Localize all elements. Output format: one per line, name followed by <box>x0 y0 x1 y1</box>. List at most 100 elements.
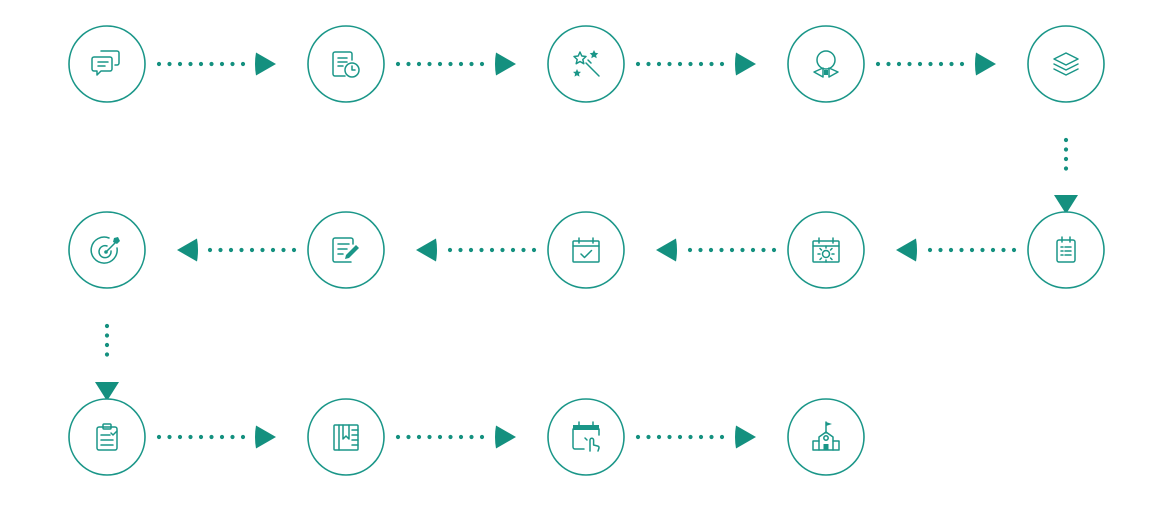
calendar-sun-icon <box>812 237 840 263</box>
arrow-dot <box>104 342 110 348</box>
step-circle <box>787 25 865 103</box>
arrow-dot <box>281 247 286 253</box>
arrow-dot <box>677 434 683 440</box>
flow-arrow-9 <box>177 238 297 262</box>
arrow-dot <box>896 61 902 67</box>
arrow-dot <box>1063 166 1069 171</box>
arrow-dot <box>469 434 474 440</box>
school-building-flag-icon <box>812 421 840 451</box>
arrow-dot <box>677 61 683 67</box>
flow-arrow-4 <box>875 52 996 76</box>
arrow-dot <box>249 247 255 253</box>
step-circle <box>307 25 385 103</box>
arrow-dot <box>709 61 714 67</box>
arrow-head <box>1054 195 1078 214</box>
arrow-dot <box>688 434 693 440</box>
arrow-dot <box>260 247 265 253</box>
arrow-dot <box>219 61 225 67</box>
arrow-dot <box>448 434 453 440</box>
document-edit-icon <box>332 237 359 263</box>
arrow-dot <box>239 247 244 253</box>
arrow-dot <box>468 247 474 253</box>
step-circle <box>547 211 625 289</box>
clipboard-list-icon <box>1056 236 1076 263</box>
arrow-dot <box>395 61 401 67</box>
arrow-dot <box>458 247 463 253</box>
arrow-dot <box>771 247 777 253</box>
arrow-dot <box>698 61 704 67</box>
arrow-dot <box>416 434 422 440</box>
arrow-dot <box>207 247 213 253</box>
arrow-dot <box>938 61 944 67</box>
process-step-3 <box>547 25 625 103</box>
flow-arrow-6 <box>896 238 1017 262</box>
process-step-4 <box>787 25 865 103</box>
arrow-dot <box>708 247 714 253</box>
arrow-dot <box>750 247 756 253</box>
flow-arrow-13 <box>635 425 756 449</box>
arrow-dot <box>719 61 725 67</box>
arrow-head <box>896 238 917 262</box>
arrow-head <box>656 238 677 262</box>
arrow-dot <box>761 247 766 253</box>
arrow-dot <box>1063 137 1069 143</box>
arrow-dot <box>458 61 464 67</box>
arrow-dot <box>927 247 933 253</box>
arrow-dot <box>167 61 172 67</box>
arrow-dot <box>980 247 985 253</box>
arrow-dot <box>228 247 234 253</box>
arrow-dot <box>959 247 964 253</box>
arrow-dot <box>230 434 235 440</box>
step-circle <box>1027 25 1105 103</box>
arrow-dot <box>479 61 485 67</box>
flow-arrow-3 <box>635 52 756 76</box>
arrow-dot <box>198 61 204 67</box>
arrow-dot <box>448 61 453 67</box>
arrow-dot <box>688 61 693 67</box>
flow-arrow-10 <box>95 323 119 401</box>
arrow-dot <box>447 247 453 253</box>
arrow-dot <box>907 61 912 67</box>
arrow-dot <box>427 434 432 440</box>
arrow-head <box>735 425 756 449</box>
arrow-dot <box>635 434 641 440</box>
flow-arrow-2 <box>395 52 516 76</box>
arrow-dot <box>656 61 662 67</box>
calendar-click-icon <box>572 421 600 452</box>
arrow-dot <box>949 61 954 67</box>
arrow-dot <box>635 61 641 67</box>
arrow-dot <box>209 434 214 440</box>
arrow-dot <box>406 61 411 67</box>
arrow-dot <box>698 247 703 253</box>
arrow-dot <box>948 247 954 253</box>
arrow-dot <box>687 247 693 253</box>
process-step-10 <box>68 211 146 289</box>
arrow-dot <box>198 434 204 440</box>
arrow-dot <box>969 247 975 253</box>
process-step-14 <box>787 398 865 476</box>
step-circle <box>787 398 865 476</box>
arrow-dot <box>875 61 881 67</box>
arrow-dot <box>240 434 246 440</box>
layers-stack-icon <box>1053 52 1079 76</box>
arrow-dot <box>938 247 943 253</box>
process-step-7 <box>787 211 865 289</box>
arrow-dot <box>437 61 443 67</box>
arrow-dot <box>719 434 725 440</box>
arrow-dot <box>917 61 923 67</box>
step-circle <box>68 25 146 103</box>
arrow-dot <box>1063 147 1069 152</box>
arrow-head <box>416 238 437 262</box>
arrow-dot <box>510 247 516 253</box>
arrow-dot <box>667 434 672 440</box>
process-step-1 <box>68 25 146 103</box>
arrow-dot <box>531 247 537 253</box>
arrow-dot <box>1011 247 1017 253</box>
process-step-8 <box>547 211 625 289</box>
step-circle <box>307 211 385 289</box>
flow-arrow-11 <box>156 425 276 449</box>
arrow-dot <box>219 434 225 440</box>
arrow-dot <box>156 61 162 67</box>
